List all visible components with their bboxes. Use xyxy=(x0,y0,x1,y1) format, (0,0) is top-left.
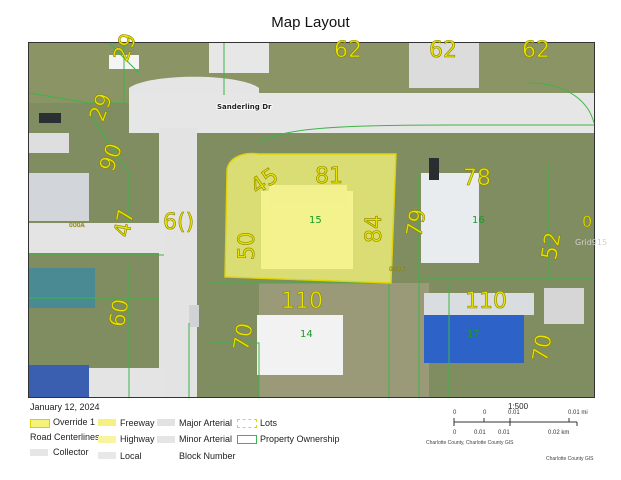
legend-block-number: Block Number xyxy=(179,451,236,461)
road-vertical xyxy=(159,128,197,397)
override-parcel[interactable] xyxy=(224,152,397,284)
scale-tick: 0.01 xyxy=(474,430,486,436)
lot-number: 62 xyxy=(429,38,457,63)
lot-number: 60 xyxy=(105,297,134,329)
legend-road-centerlines: Road Centerlines xyxy=(30,432,100,442)
scale-ruler xyxy=(453,418,578,426)
legend-override: Override 1 xyxy=(53,417,96,427)
lot-number: 110 xyxy=(281,289,323,314)
scale-tick: 0.02 km xyxy=(548,430,570,436)
parcel-tag: 000C xyxy=(389,266,405,273)
legend-minor-arterial: Minor Arterial xyxy=(179,434,233,444)
aerial-map: 62 62 62 29 29 90 47 6() 45 81 50 84 79 … xyxy=(28,30,607,397)
street-label: Sanderling Dr xyxy=(217,103,272,111)
block-number: 17 xyxy=(467,329,480,340)
lot-number: 84 xyxy=(362,215,387,243)
block-number: 16 xyxy=(472,215,485,226)
lot-number: 62 xyxy=(522,38,550,63)
lot-number: 50 xyxy=(235,232,260,260)
minor-arterial-swatch xyxy=(157,436,175,443)
lot-number: 81 xyxy=(315,164,343,189)
collector-swatch xyxy=(30,449,48,456)
lot-number: 110 xyxy=(465,289,507,314)
lot-number: 79 xyxy=(402,207,431,239)
lot-number: 0 xyxy=(582,212,592,231)
scale-tick: 0.01 xyxy=(498,430,510,436)
lot-number: 62 xyxy=(334,38,362,63)
highway-swatch xyxy=(98,436,116,443)
scale-tick: 0.01 mi xyxy=(568,410,588,416)
legend-major-arterial: Major Arterial xyxy=(179,418,233,428)
legend-local: Local xyxy=(120,451,142,461)
blue-roof xyxy=(424,313,524,363)
scale-ratio: 1:500 xyxy=(508,402,529,411)
parcel-tag: 000A xyxy=(69,222,85,229)
lot-number: 52 xyxy=(537,230,566,262)
major-arterial-swatch xyxy=(157,419,175,426)
override-swatch xyxy=(30,419,50,428)
ownership-swatch xyxy=(237,435,257,444)
lot-number: 78 xyxy=(463,166,491,191)
legend-date: January 12, 2024 xyxy=(30,402,100,412)
credit-line: Charlotte County, Charlotte County GIS xyxy=(426,440,514,446)
scale-tick: 0.01 xyxy=(508,410,520,416)
legend-highway: Highway xyxy=(120,434,155,444)
legend-collector: Collector xyxy=(53,447,89,457)
scale-tick: 0 xyxy=(483,410,487,416)
lot-number: 6() xyxy=(163,210,194,235)
lot-number: 47 xyxy=(110,207,139,239)
lot-number: 70 xyxy=(528,332,557,364)
local-swatch xyxy=(98,452,116,459)
scale-tick: 0 xyxy=(453,410,457,416)
credit-line: Charlotte County GIS xyxy=(546,456,594,462)
property-ownership-lines xyxy=(28,42,595,397)
road-sanderling-dr xyxy=(129,93,594,133)
block-number: 15 xyxy=(309,215,322,226)
legend-freeway: Freeway xyxy=(120,418,155,428)
legend-property-ownership: Property Ownership xyxy=(260,434,340,444)
scale-tick: 0 xyxy=(453,430,457,436)
map-view[interactable]: 62 62 62 29 29 90 47 6() 45 81 50 84 79 … xyxy=(28,30,607,398)
lot-number: 70 xyxy=(229,321,258,353)
freeway-swatch xyxy=(98,419,116,426)
map-title: Map Layout xyxy=(271,14,350,31)
edge-text: Grid915 xyxy=(575,238,607,247)
block-number-labels: 15 16 14 17 xyxy=(300,215,485,340)
block-number: 14 xyxy=(300,329,313,340)
lots-swatch xyxy=(237,419,257,428)
legend-lots: Lots xyxy=(260,418,278,428)
